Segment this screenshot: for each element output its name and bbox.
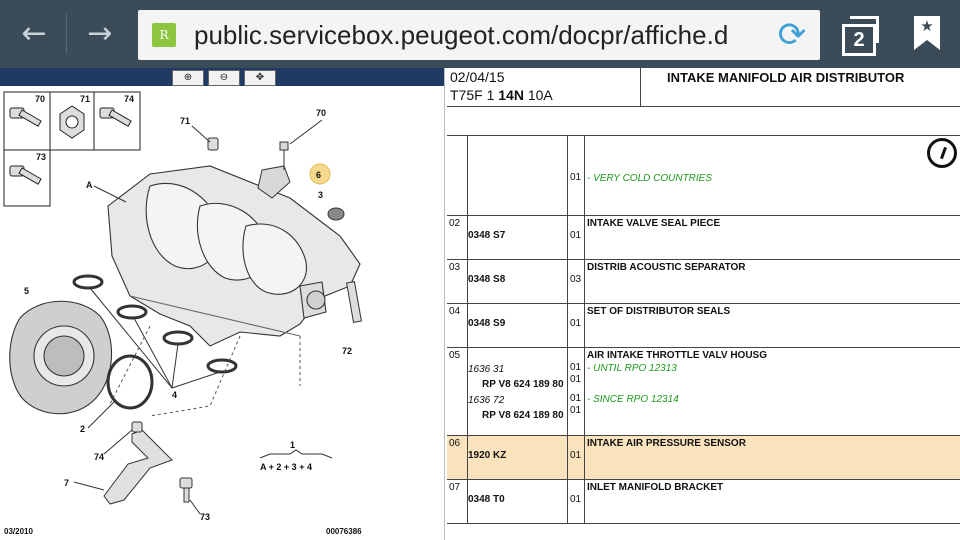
table-row-selected[interactable]: 06 1920 KZ 01 INTAKE AIR PRESSURE SENSOR [447,436,960,480]
row-qty: 01 [570,374,582,385]
parts-header: 02/04/15 T75F 1 14N 10A INTAKE MANIFOLD … [447,68,960,107]
row-number: 05 [449,350,461,361]
row-number: 07 [449,482,461,493]
part-description: AIR INTAKE THROTTLE VALV HOUSG [587,350,767,361]
exploded-view-diagram: ⊕ ⊖ ✥ 70 71 74 73 [0,68,445,540]
row-qty: 01 [570,362,582,373]
diagram-toolbar: ⊕ ⊖ ✥ [0,68,444,86]
table-row[interactable]: 04 0348 S9 01 SET OF DISTRIBUTOR SEALS [447,304,960,348]
zoom-out-icon[interactable]: ⊖ [208,70,240,86]
row-number: 03 [449,262,461,273]
row-qty: 01 [570,230,582,241]
bracket-drawing [103,429,173,505]
part-label: 73 [200,512,210,522]
part-description: INLET MANIFOLD BRACKET [587,482,724,493]
part-label: 70 [35,94,45,104]
part-reference[interactable]: 1636 31 [468,364,505,375]
part-reference[interactable]: 0348 T0 [468,494,505,505]
parts-list-panel: 02/04/15 T75F 1 14N 10A INTAKE MANIFOLD … [447,68,960,540]
part-label: A [86,180,93,190]
address-bar[interactable]: R public.servicebox.peugeot.com/docpr/af… [138,10,820,60]
part-label: 6 [316,170,321,180]
part-label: 2 [80,424,85,434]
refresh-icon[interactable]: ⟳ [777,15,807,55]
row-note: - SINCE RPO 12314 [587,394,679,405]
star-icon: ★ [920,18,934,35]
bookmark-button[interactable]: ★ [912,14,942,54]
toolbar-divider [66,14,67,54]
part-label: 7 [64,478,69,488]
part-label: 3 [318,190,323,200]
highlight-marker [309,163,331,185]
tab-count: 2 [842,24,876,56]
site-favicon-icon: R [152,23,176,47]
row-qty: 01 [570,393,582,404]
arrow-left-icon[interactable]: ← [21,16,47,51]
pressure-sensor-drawing [257,141,291,199]
row-qty: 01 [570,172,582,183]
gauge-icon[interactable] [927,138,957,168]
part-reference[interactable]: RP V8 624 189 80 [482,410,564,421]
row-note: - UNTIL RPO 12313 [587,363,677,374]
page-title: INTAKE MANIFOLD AIR DISTRIBUTOR [667,70,905,85]
part-description: SET OF DISTRIBUTOR SEALS [587,306,731,317]
catalog-code: T75F 1 14N 10A [450,87,553,103]
part-reference[interactable]: 1920 KZ [468,450,507,461]
diagram-ref: 00076386 [326,527,362,536]
part-label: 72 [342,346,352,356]
table-row[interactable]: 02 0348 S7 01 INTAKE VALVE SEAL PIECE [447,216,960,260]
arrow-right-icon[interactable]: → [87,16,113,51]
tabs-button[interactable]: 2 [840,14,884,56]
part-label: 74 [94,452,104,462]
seal-drawing [327,207,345,221]
part-label: 5 [24,286,29,296]
pan-zoom-icon[interactable]: ✥ [244,70,276,86]
diagram-drawing: 70 71 74 73 6 3 71 [3,91,362,536]
row-number: 02 [449,218,461,229]
part-reference[interactable]: RP V8 624 189 80 [482,379,564,390]
part-label: 4 [172,390,177,400]
screw-drawing [191,125,219,151]
header-spacer [447,107,960,136]
part-description: INTAKE VALVE SEAL PIECE [587,218,721,229]
part-reference[interactable]: 0348 S8 [468,274,506,285]
row-qty: 01 [570,405,582,416]
tabs-icon [850,16,879,43]
assembly-label: 1 [290,440,295,450]
part-label: 74 [124,94,134,104]
row-qty: 03 [570,274,582,285]
assembly-formula: A + 2 + 3 + 4 [260,462,312,472]
manifold-drawing [107,165,361,347]
seal-set-drawing [72,274,238,374]
zoom-in-icon[interactable]: ⊕ [172,70,204,86]
part-label: 71 [180,116,190,126]
part-description: DISTRIB ACOUSTIC SEPARATOR [587,262,746,273]
throttle-body-drawing [9,300,113,415]
url-text[interactable]: public.servicebox.peugeot.com/docpr/affi… [194,20,729,50]
part-label: 70 [316,108,326,118]
o-ring-drawing [106,354,154,410]
part-description: INTAKE AIR PRESSURE SENSOR [587,438,746,449]
part-reference[interactable]: 1636 72 [468,395,505,406]
stud-drawing [346,281,362,323]
part-label: 73 [36,152,46,162]
row-qty: 01 [570,450,582,461]
row-number: 06 [449,438,461,449]
browser-toolbar: ← → R public.servicebox.peugeot.com/docp… [0,0,960,68]
table-row[interactable]: 03 0348 S8 03 DISTRIB ACOUSTIC SEPARATOR [447,260,960,304]
part-reference[interactable]: 0348 S7 [468,230,506,241]
part-label: 71 [80,94,90,104]
table-row[interactable]: 07 0348 T0 01 INLET MANIFOLD BRACKET [447,480,960,524]
fastener-inset [3,91,141,207]
table-row[interactable]: 05 1636 31 RP V8 624 189 80 1636 72 RP V… [447,348,960,436]
bookmark-icon [914,16,940,40]
table-row[interactable]: 01 - VERY COLD COUNTRIES [447,136,960,216]
row-note: - VERY COLD COUNTRIES [587,173,713,184]
row-qty: 01 [570,318,582,329]
row-number: 04 [449,306,461,317]
part-reference[interactable]: 0348 S9 [468,318,506,329]
row-qty: 01 [570,494,582,505]
diagram-date: 03/2010 [4,527,33,536]
catalog-date: 02/04/15 [450,69,505,85]
